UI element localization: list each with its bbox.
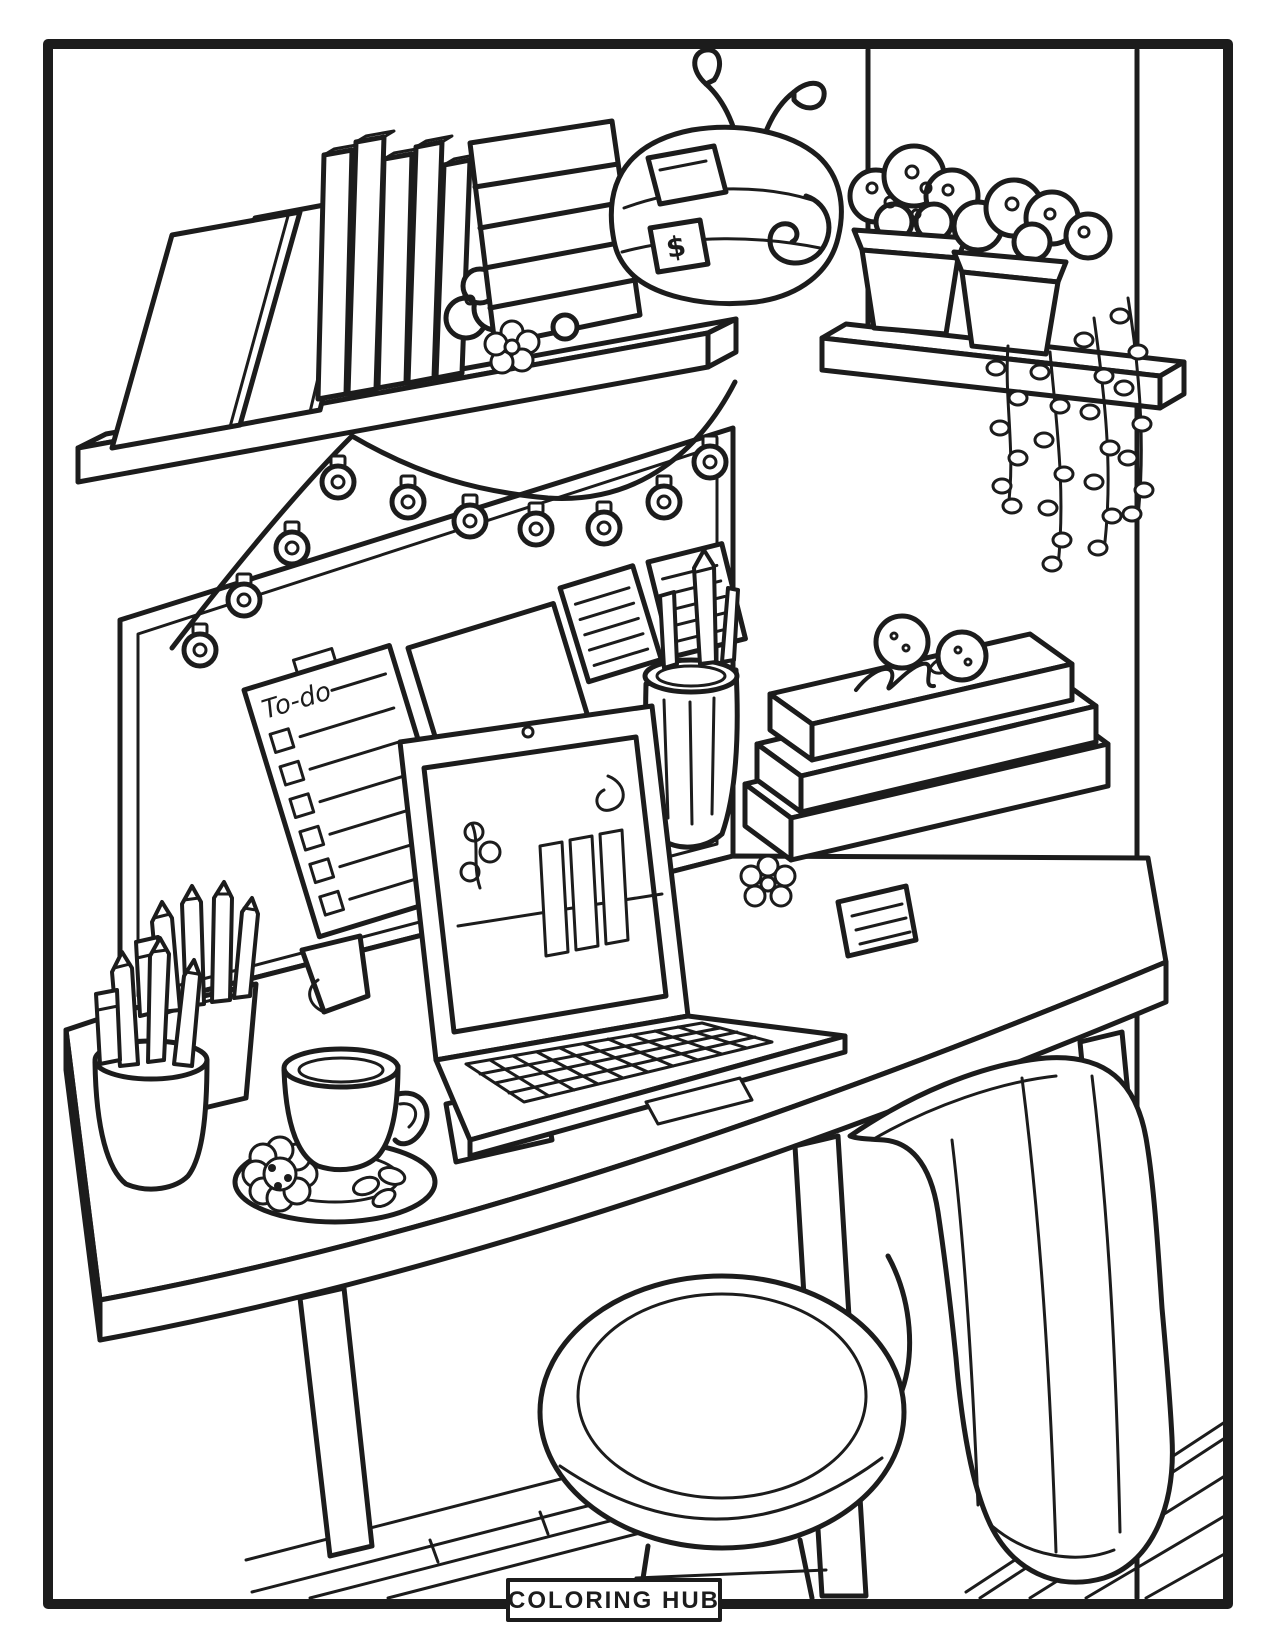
pot-body (859, 247, 961, 337)
pot-body (959, 269, 1061, 357)
hanging-plant (951, 177, 1155, 573)
blanket-roll (767, 193, 832, 266)
string-light-bulb (691, 434, 729, 481)
chair (537, 1253, 913, 1601)
upright-books (315, 129, 482, 402)
dollar-sticky-note: $ (647, 217, 711, 275)
pencil-holders (92, 880, 260, 1192)
cookie (241, 1135, 319, 1213)
pen-cup (642, 548, 740, 850)
string-light-bulb (389, 474, 427, 521)
todo-list: To-do (241, 643, 468, 940)
books-stack-desk (742, 613, 1111, 863)
coffee-cup (281, 1046, 430, 1173)
laptop (397, 703, 848, 1159)
chair-back-post (885, 1253, 913, 1399)
string-light-bulb (451, 493, 489, 540)
paper-on-blanket (645, 143, 729, 207)
pencils-front (94, 936, 202, 1068)
vine-strand (1029, 350, 1075, 573)
book-top (767, 631, 1075, 763)
chair-cushion (537, 1273, 907, 1551)
pencil-tall (692, 548, 718, 666)
footer-label-box (506, 1578, 722, 1622)
laptop-screen (421, 734, 669, 1035)
todo-checkbox (268, 727, 296, 754)
vine-strand (985, 344, 1029, 515)
pinned-note-1 (557, 563, 664, 685)
cup-handle (392, 1090, 430, 1147)
todo-line (308, 739, 406, 771)
todo-checkbox (288, 792, 316, 820)
pom-flowers (873, 613, 989, 683)
leaf (692, 47, 723, 87)
screen-artwork (456, 774, 664, 958)
webcam-icon (521, 725, 535, 739)
cover-squiggle (854, 661, 936, 692)
book-stack-upright (467, 118, 643, 348)
todo-checkbox (298, 824, 326, 852)
string-light-bulb (645, 474, 683, 521)
todo-checkbox (318, 889, 346, 917)
trackpad (644, 1076, 754, 1126)
almonds (351, 1166, 407, 1209)
shelf-end-cap (1157, 359, 1187, 411)
footer-label: COLORING HUB (506, 1578, 722, 1622)
string-lights (169, 379, 738, 669)
laptop-base-edge (467, 1033, 848, 1159)
string-light-bulb (273, 520, 311, 567)
string-light-bulb (319, 454, 357, 501)
cup-body (281, 1063, 401, 1173)
footer-brand-text: COLORING HUB (508, 1587, 720, 1614)
desk-flower (739, 854, 797, 908)
string-light-bulb (585, 500, 623, 547)
pen (94, 988, 122, 1066)
coffee-surface (297, 1056, 385, 1084)
todo-checkbox (308, 857, 336, 885)
blanket (847, 1055, 1175, 1585)
string-light-bulb (181, 622, 219, 669)
round-sticker (550, 312, 580, 342)
string-light-bulb (517, 501, 555, 548)
desk-left-cap (63, 1027, 103, 1343)
todo-line (298, 706, 396, 739)
desk-sticky-note-right (835, 883, 919, 959)
curled-sticky-note (299, 933, 371, 1015)
todo-line (318, 771, 416, 804)
keyboard (464, 1021, 774, 1104)
leaf (791, 80, 827, 111)
desk-leg-left (297, 1285, 375, 1559)
left-shelf-unit (75, 118, 739, 485)
shelf-flower (483, 319, 541, 375)
blanket-folds (950, 1074, 1122, 1554)
pen (658, 590, 679, 670)
shelf-end-cap (705, 316, 739, 370)
string-light-bulb (225, 572, 263, 619)
coffee-set (232, 1046, 438, 1225)
pencil-mug-body (92, 1057, 210, 1192)
vine-strand (1109, 296, 1155, 523)
light-wire (169, 379, 738, 651)
folded-blanket: $ (608, 124, 844, 307)
pen (720, 586, 740, 664)
desk-front-band (97, 959, 1169, 1343)
todo-checkbox (278, 759, 306, 787)
right-shelf-unit (819, 143, 1187, 573)
vine-strand (1073, 316, 1123, 557)
